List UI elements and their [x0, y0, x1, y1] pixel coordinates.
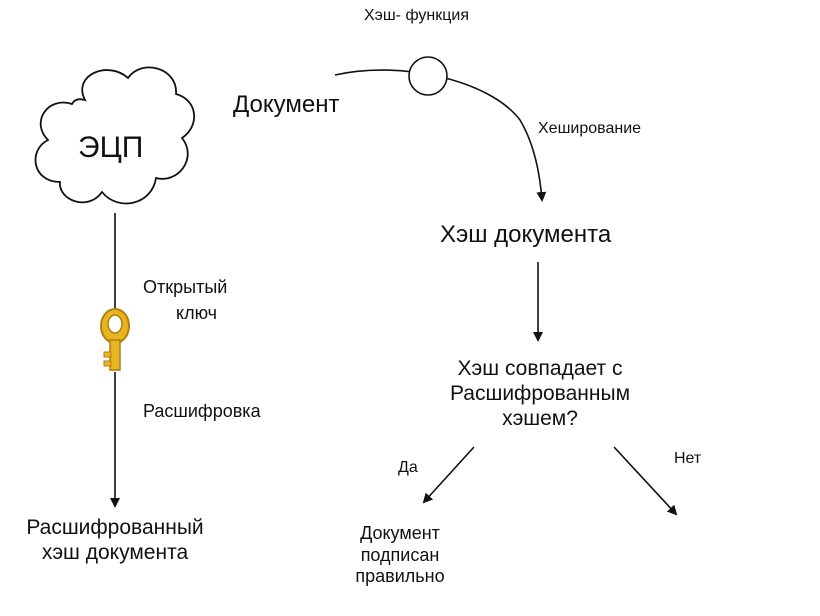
decrypted-hash-label: Расшифрованный хэш документа [12, 515, 218, 565]
no-label: Нет [674, 450, 702, 467]
no-arrow [613, 446, 678, 516]
hashing-label: Хеширование [538, 120, 642, 137]
public-key-label: Открытый ключ [143, 274, 227, 326]
circle-node-icon [408, 56, 448, 96]
cloud-icon [34, 66, 196, 205]
document-label: Документ [233, 91, 340, 118]
result-label: Документ подписан правильно [340, 523, 460, 588]
decrypted-hash-line-2: хэш документа [41, 541, 189, 565]
document-hash-label: Хэш документа [440, 221, 612, 248]
question-line-2: Расшифрованным [449, 382, 631, 406]
result-line-1: Документ [360, 523, 440, 543]
yes-label: Да [398, 459, 418, 476]
result-line-2: подписан [360, 544, 440, 565]
result-line-3: правильно [355, 566, 445, 587]
yes-arrow [422, 446, 475, 504]
question-label: Хэш совпадает с Расшифрованным хэшем? [438, 356, 642, 432]
decrypted-hash-line-1: Расшифрованный [26, 516, 204, 539]
signature-label: ЭЦП [78, 131, 144, 164]
key-icon [100, 308, 130, 371]
public-key-line-1: Открытый [143, 277, 228, 297]
public-key-line-2: ключ [176, 303, 218, 323]
question-line-1: Хэш совпадает с [457, 357, 623, 380]
hashing-arc [334, 69, 547, 202]
question-line-3: хэшем? [502, 407, 578, 431]
hash-function-label: Хэш- функция [364, 7, 470, 24]
decryption-label: Расшифровка [143, 401, 261, 421]
